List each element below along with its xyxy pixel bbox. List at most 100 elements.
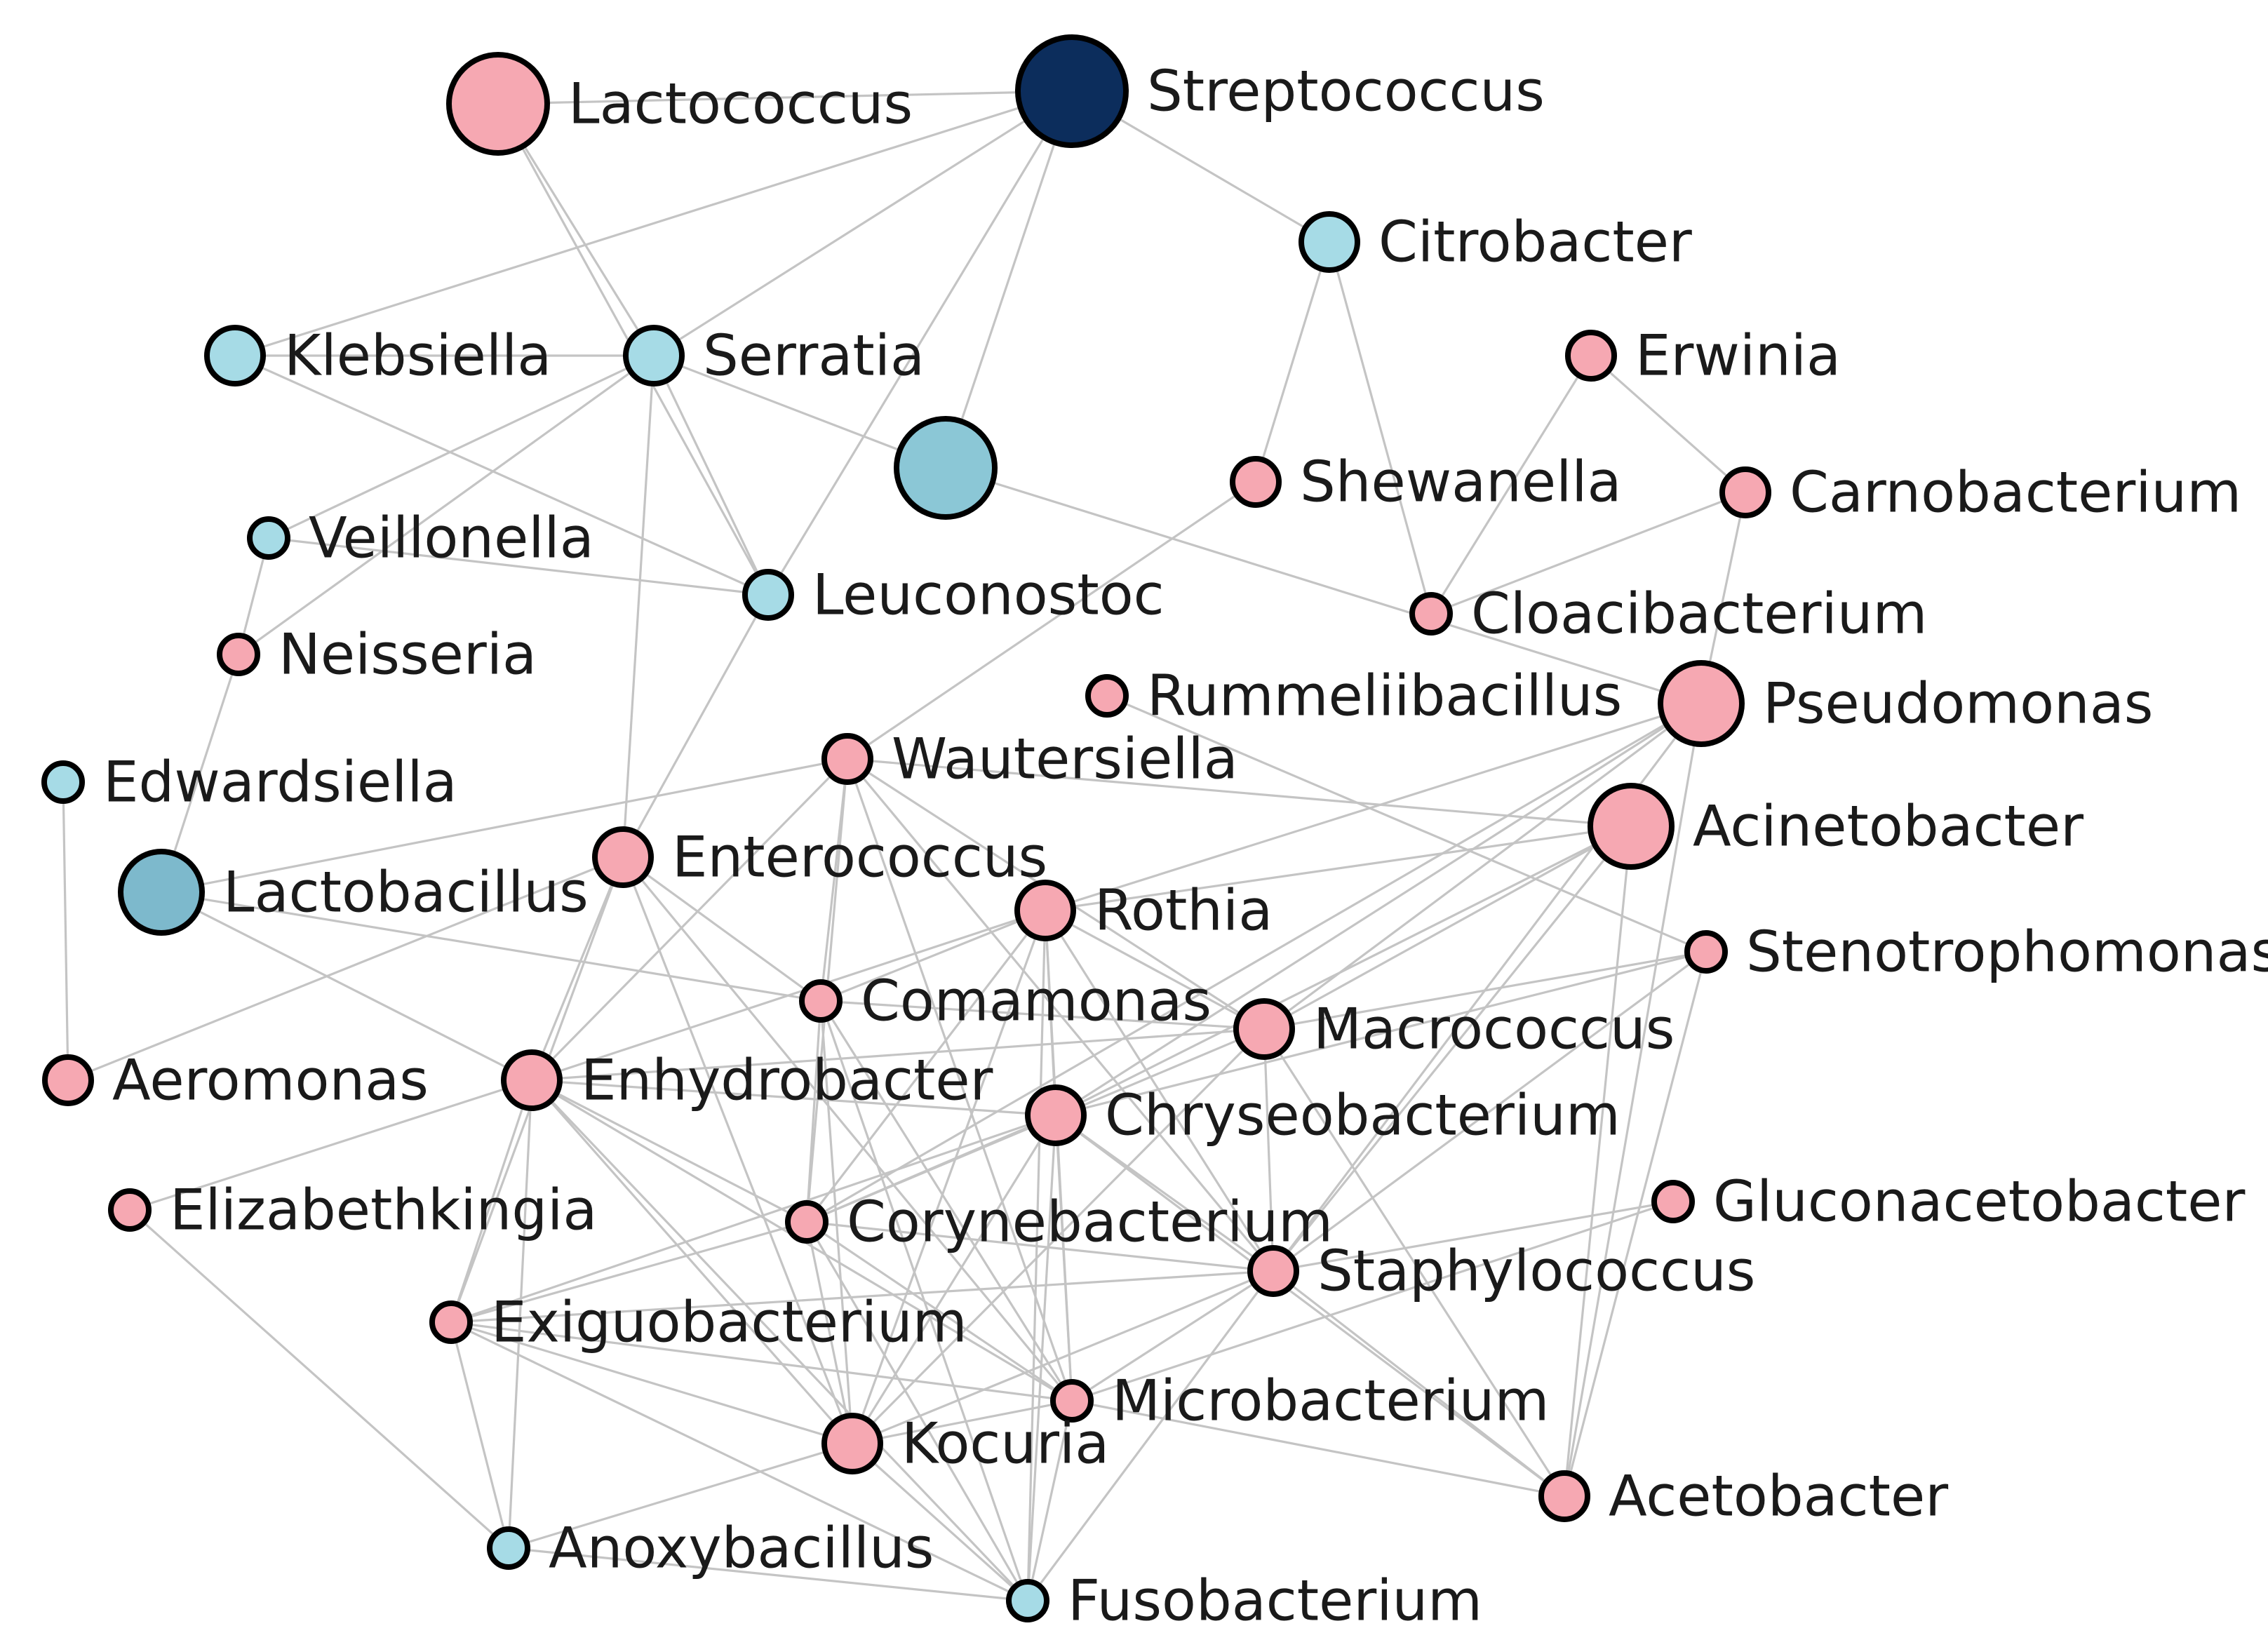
node-label-pseudomonas: Pseudomonas bbox=[1763, 671, 2153, 737]
node-circle-acetobacter bbox=[1538, 1470, 1590, 1522]
node-circle-lactobacillus bbox=[118, 849, 205, 936]
edge-enterococcus-kocuria bbox=[622, 856, 854, 1444]
node-chryseobacterium: Chryseobacterium bbox=[1025, 1083, 1621, 1148]
node-circle-serratia bbox=[623, 325, 685, 386]
edge-chryseobacterium-exiguobacterium bbox=[450, 1114, 1056, 1324]
edge-shewanella-wautersiella bbox=[847, 480, 1256, 760]
edge-comamonas-corynebacterium bbox=[805, 1000, 822, 1223]
edge-exiguobacterium-anoxybacillus bbox=[450, 1322, 510, 1549]
node-rothia: Rothia bbox=[1014, 878, 1273, 943]
node-acinetobacter: Acinetobacter bbox=[1588, 783, 2084, 870]
edge-exiguobacterium-microbacterium bbox=[450, 1321, 1073, 1402]
edge-carnobacterium-cloacibacterium bbox=[1430, 491, 1746, 615]
node-veillonella: Veillonella bbox=[247, 506, 594, 571]
node-label-anoxybacillus: Anoxybacillus bbox=[549, 1516, 934, 1581]
edge-lactobacillus-comamonas bbox=[161, 891, 821, 1002]
node-label-neisseria: Neisseria bbox=[279, 622, 537, 687]
node-circle-shewanella bbox=[1230, 456, 1282, 508]
node-label-klebsiella: Klebsiella bbox=[284, 323, 551, 389]
node-leuconostoc: Leuconostoc bbox=[742, 563, 1165, 628]
node-circle-rothia bbox=[1014, 880, 1076, 941]
edge-rothia-enhydrobacter bbox=[531, 909, 1046, 1082]
node-label-kocuria: Kocuria bbox=[901, 1411, 1109, 1477]
edge-corynebacterium-kocuria bbox=[805, 1221, 854, 1444]
node-circle-staphylococcus bbox=[1247, 1245, 1299, 1297]
node-label-microbacterium: Microbacterium bbox=[1112, 1369, 1549, 1434]
edge-wautersiella-enhydrobacter bbox=[530, 758, 849, 1082]
edge-enterococcus-microbacterium bbox=[622, 856, 1073, 1402]
edge-enhydrobacter-exiguobacterium bbox=[450, 1080, 533, 1323]
node-label-exiguobacterium: Exiguobacterium bbox=[491, 1290, 967, 1355]
edge-microbacterium-kocuria bbox=[852, 1399, 1073, 1445]
edge-kocuria-anoxybacillus bbox=[508, 1442, 853, 1549]
edge-enhydrobacter-elizabethkingia bbox=[129, 1079, 532, 1211]
node-circle-gluconacetobacter bbox=[1651, 1180, 1695, 1223]
node-erwinia: Erwinia bbox=[1565, 323, 1841, 389]
node-layer: Streptococcus LactococcusCitrobacterKlebs… bbox=[41, 34, 2268, 1634]
node-label-staphylococcus: Staphylococcus bbox=[1317, 1239, 1755, 1304]
node-label-acinetobacter: Acinetobacter bbox=[1693, 794, 2084, 859]
node-label-erwinia: Erwinia bbox=[1635, 323, 1841, 389]
edge-wautersiella-acinetobacter bbox=[847, 758, 1632, 828]
node-circle-cloacibacterium bbox=[1409, 592, 1453, 636]
edge-exiguobacterium-kocuria bbox=[450, 1321, 853, 1445]
node-kocuria: Kocuria bbox=[821, 1411, 1109, 1477]
node-label-shewanella: Shewanella bbox=[1300, 450, 1622, 515]
edge-unlabeled-hub-pseudomonas bbox=[945, 466, 1702, 705]
edge-staphylococcus-microbacterium bbox=[1071, 1270, 1274, 1402]
edge-gluconacetobacter-microbacterium bbox=[1071, 1200, 1674, 1402]
edge-wautersiella-staphylococcus bbox=[846, 758, 1275, 1272]
node-circle-microbacterium bbox=[1050, 1379, 1094, 1423]
edge-erwinia-cloacibacterium bbox=[1430, 355, 1592, 614]
edge-serratia-veillonella bbox=[268, 354, 655, 539]
edge-edwardsiella-aeromonas bbox=[62, 781, 69, 1081]
edge-stenotrophomonas-staphylococcus bbox=[1273, 950, 1707, 1272]
node-microbacterium: Microbacterium bbox=[1050, 1369, 1549, 1434]
edge-streptococcus-unlabeled-hub bbox=[944, 90, 1073, 469]
node-label-cloacibacterium: Cloacibacterium bbox=[1471, 582, 1927, 647]
node-gluconacetobacter: Gluconacetobacter bbox=[1651, 1169, 2245, 1235]
edge-pseudomonas-rothia bbox=[1045, 702, 1702, 912]
edge-chryseobacterium-acetobacter bbox=[1055, 1114, 1565, 1498]
edge-microbacterium-acetobacter bbox=[1071, 1399, 1565, 1498]
edge-acinetobacter-acetobacter bbox=[1563, 826, 1632, 1497]
edge-stenotrophomonas-macrococcus bbox=[1263, 950, 1707, 1030]
edge-citrobacter-shewanella bbox=[1254, 241, 1331, 483]
node-circle-enterococcus bbox=[592, 826, 654, 888]
edge-serratia-enterococcus bbox=[622, 355, 655, 858]
node-label-enhydrobacter: Enhydrobacter bbox=[581, 1048, 993, 1113]
node-edwardsiella: Edwardsiella bbox=[41, 750, 457, 815]
node-circle-neisseria bbox=[217, 633, 260, 676]
node-label-gluconacetobacter: Gluconacetobacter bbox=[1713, 1169, 2245, 1235]
node-label-wautersiella: Wautersiella bbox=[892, 727, 1238, 792]
node-staphylococcus: Staphylococcus bbox=[1247, 1239, 1755, 1304]
node-label-streptococcus: Streptococcus bbox=[1147, 59, 1545, 124]
node-acetobacter: Acetobacter bbox=[1538, 1464, 1948, 1529]
edge-citrobacter-cloacibacterium bbox=[1328, 241, 1432, 614]
node-citrobacter: Citrobacter bbox=[1299, 210, 1692, 275]
node-label-macrococcus: Macrococcus bbox=[1313, 997, 1675, 1062]
node-label-serratia: Serratia bbox=[703, 323, 925, 389]
node-circle-acinetobacter bbox=[1588, 783, 1675, 870]
node-anoxybacillus: Anoxybacillus bbox=[487, 1516, 934, 1581]
node-label-lactobacillus: Lactobacillus bbox=[223, 860, 589, 925]
edge-enhydrobacter-corynebacterium bbox=[531, 1079, 807, 1223]
edge-rothia-chryseobacterium bbox=[1044, 910, 1057, 1116]
node-label-corynebacterium: Corynebacterium bbox=[847, 1190, 1333, 1255]
node-label-aeromonas: Aeromonas bbox=[112, 1048, 429, 1113]
node-circle-rummeliibacillus bbox=[1085, 674, 1129, 718]
node-circle-exiguobacterium bbox=[429, 1300, 473, 1344]
node-circle-elizabethkingia bbox=[108, 1188, 152, 1232]
edge-klebsiella-leuconostoc bbox=[234, 354, 769, 596]
edge-streptococcus-serratia bbox=[653, 90, 1073, 357]
edge-rummeliibacillus-stenotrophomonas bbox=[1106, 694, 1707, 953]
node-circle-aeromonas bbox=[42, 1054, 94, 1106]
edge-rothia-corynebacterium bbox=[805, 910, 1047, 1223]
node-circle-erwinia bbox=[1565, 330, 1617, 382]
node-lactococcus: Lactococcus bbox=[446, 52, 913, 156]
node-circle-enhydrobacter bbox=[501, 1049, 563, 1111]
edge-enhydrobacter-kocuria bbox=[530, 1079, 854, 1445]
edge-chryseobacterium-microbacterium bbox=[1054, 1115, 1073, 1401]
node-stenotrophomonas: Stenotrophomonas bbox=[1684, 920, 2268, 985]
node-klebsiella: Klebsiella bbox=[204, 323, 551, 389]
